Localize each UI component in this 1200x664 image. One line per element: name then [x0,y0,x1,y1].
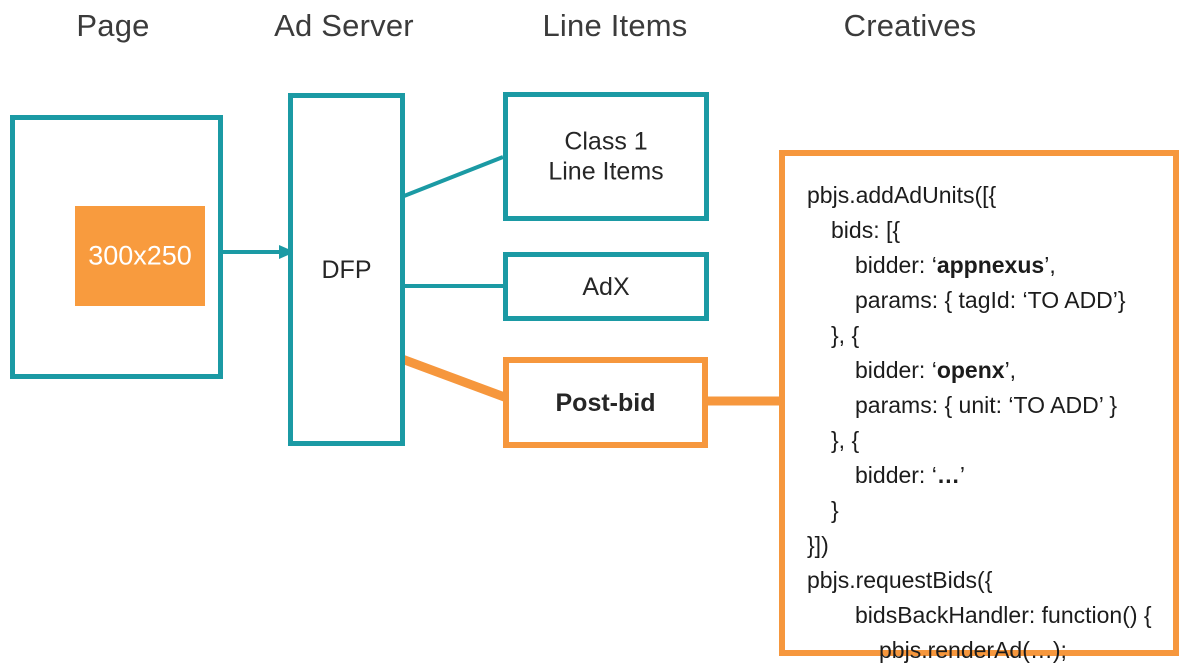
adx-label: AdX [582,272,630,301]
code-line: params: { tagId: ‘TO ADD’} [807,283,1167,318]
code-line: pbjs.renderAd(…); [807,633,1167,664]
code-token: params: { tagId: ‘TO ADD’} [855,287,1126,313]
code-line: bidder: ‘openx’, [807,353,1167,388]
post-bid-box[interactable]: Post-bid [503,357,708,448]
code-token: bids: [{ [831,217,901,243]
dfp-box[interactable]: DFP [288,93,405,446]
code-line: }, { [807,423,1167,458]
ad-slot-300x250[interactable]: 300x250 [75,206,205,306]
code-line: pbjs.requestBids({ [807,563,1167,598]
code-token-bold: openx [936,357,1005,383]
ad-slot-label: 300x250 [88,240,192,271]
class1-line-items-box[interactable]: Class 1 Line Items [503,92,709,221]
code-token-bold: … [936,462,960,488]
code-line: } [807,493,1167,528]
code-token: params: { unit: ‘TO ADD’ } [855,392,1118,418]
code-line: }]) [807,528,1167,563]
dfp-label: DFP [321,255,372,284]
page-box[interactable]: 300x250 [10,115,223,379]
code-token: ’ [959,462,965,488]
column-header-ad-server: Ad Server [274,8,414,43]
connector-dfp-to-postbid [400,354,509,403]
creative-code-block: pbjs.addAdUnits([{bids: [{bidder: ‘appne… [807,178,1167,664]
code-token: bidder: ‘ [855,252,937,278]
column-header-line-items: Line Items [542,8,688,43]
post-bid-label: Post-bid [555,388,656,417]
code-line: }, { [807,318,1167,353]
code-line: bidder: ‘…’ [807,458,1167,493]
code-line: bidsBackHandler: function() { [807,598,1167,633]
code-token: bidsBackHandler: function() { [855,602,1152,628]
code-line: pbjs.addAdUnits([{ [807,178,1167,213]
code-token: pbjs.addAdUnits([{ [807,182,997,208]
code-line: bidder: ‘appnexus’, [807,248,1167,283]
column-header-page: Page [76,8,150,43]
code-token: } [831,497,839,523]
code-token: pbjs.renderAd(…); [879,637,1067,663]
class1-line-items-label: Class 1 Line Items [548,127,664,186]
code-token-bold: appnexus [936,252,1045,278]
connector-dfp-to-class1 [403,155,504,198]
code-line: bids: [{ [807,213,1167,248]
code-token: bidder: ‘ [855,357,937,383]
code-token: ’, [1044,252,1056,278]
code-line: params: { unit: ‘TO ADD’ } [807,388,1167,423]
code-token: pbjs.requestBids({ [807,567,993,593]
code-token: ’, [1004,357,1017,383]
adx-box[interactable]: AdX [503,252,709,321]
code-token: bidder: ‘ [855,462,937,488]
creative-code-panel[interactable]: pbjs.addAdUnits([{bids: [{bidder: ‘appne… [779,150,1179,663]
code-token: }, { [831,427,860,453]
code-token: }]) [807,532,829,558]
column-header-creatives: Creatives [843,8,977,43]
code-token: }, { [831,322,860,348]
